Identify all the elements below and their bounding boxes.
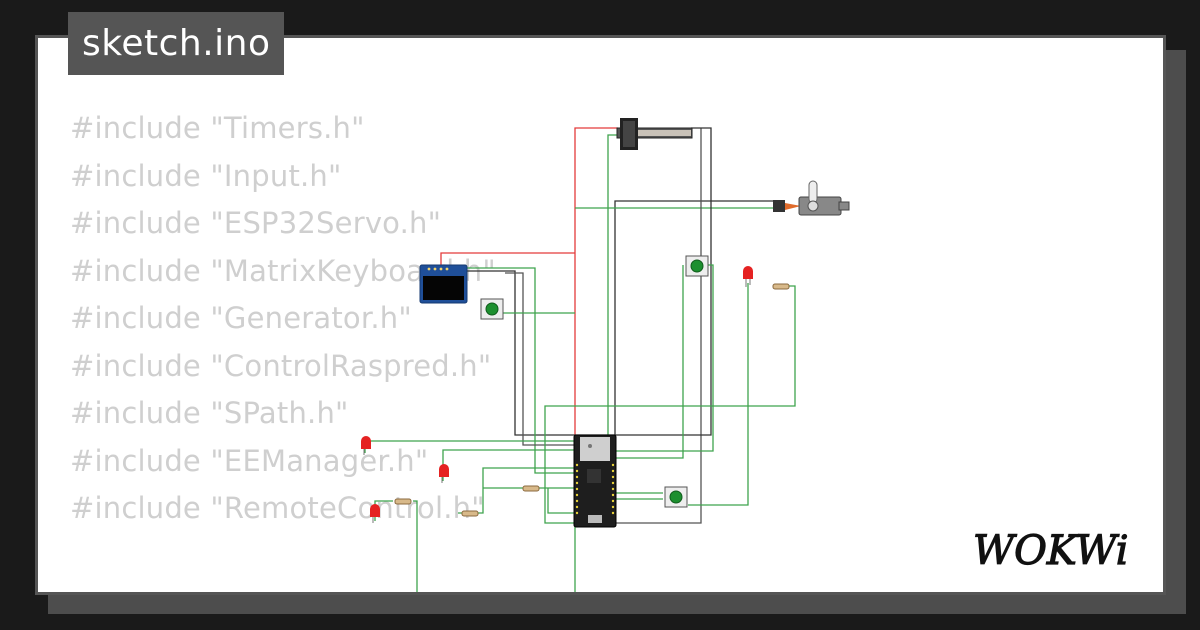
circuit-diagram (361, 118, 850, 592)
code-line: #include "SPath.h" (70, 396, 349, 430)
resistor[interactable] (522, 485, 540, 492)
resistor[interactable] (461, 510, 479, 517)
push-button[interactable] (685, 255, 709, 277)
red-led[interactable] (439, 464, 449, 483)
code-line: #include "Input.h" (70, 158, 342, 193)
oled-display[interactable] (419, 264, 468, 304)
red-led[interactable] (370, 504, 380, 523)
code-line: #include "RemoteControl.h" (70, 491, 485, 525)
sketch-filename-label: sketch.ino (68, 12, 285, 75)
logo-text: WOKWi (973, 528, 1129, 574)
resistor[interactable] (772, 283, 790, 290)
red-led[interactable] (743, 266, 753, 287)
preview-card: #include "Timers.h" #include "Input.h" #… (35, 35, 1166, 595)
red-led[interactable] (361, 436, 371, 455)
code-line: #include "EEManager.h" (70, 443, 429, 478)
slide-potentiometer[interactable] (616, 118, 693, 150)
code-line: #include "Timers.h" (70, 111, 365, 145)
wokwi-logo: WOKWi (972, 527, 1129, 574)
resistor[interactable] (394, 498, 412, 505)
push-button[interactable] (664, 486, 688, 508)
code-line: #include "ESP32Servo.h" (70, 206, 442, 240)
code-line: #include "Generator.h" (70, 301, 412, 335)
push-button[interactable] (480, 298, 504, 320)
code-preview: #include "Timers.h" #include "Input.h" #… (70, 105, 496, 533)
code-line: #include "ControlRaspred.h" (70, 348, 492, 383)
servo-motor[interactable] (773, 180, 850, 216)
esp32-board[interactable] (573, 434, 617, 528)
